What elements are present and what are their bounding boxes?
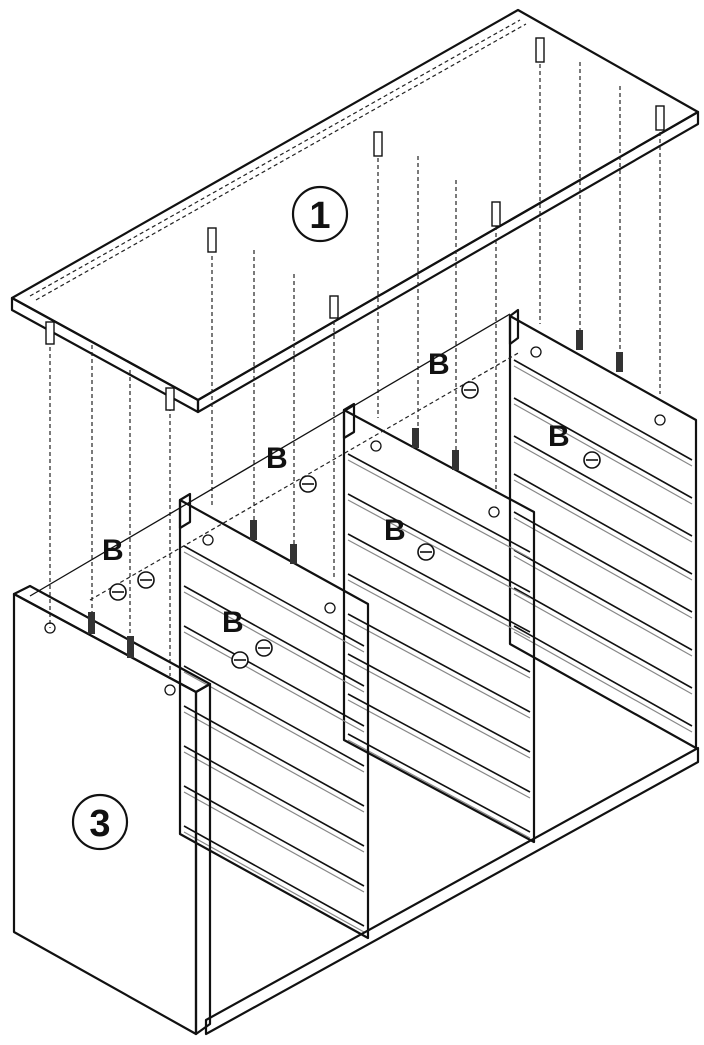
slat-shadow-line — [347, 499, 531, 599]
slat-line — [347, 453, 531, 553]
slat-shadow-line — [513, 441, 693, 543]
slat-line — [513, 625, 693, 727]
cam-locks: B B B B B B — [89, 348, 601, 669]
slat-shadow-line — [183, 631, 365, 733]
cam-lock-label-b: B — [102, 534, 124, 567]
slat-line — [513, 473, 693, 575]
cam-lock-icon — [583, 451, 601, 469]
slat-line — [183, 585, 365, 687]
cam-lock-icon — [137, 571, 155, 589]
slat-line — [513, 587, 693, 689]
slat-line — [183, 545, 365, 647]
slat-shadow-line — [347, 459, 531, 559]
dowel-icon — [655, 105, 665, 131]
cam-lock-icon — [231, 651, 249, 669]
dowel-icon — [491, 201, 501, 227]
cam-lock-icon — [109, 583, 127, 601]
slat-shadow-line — [513, 479, 693, 581]
top-panel-callout: 1 — [291, 185, 349, 243]
divider-panel-1 — [178, 492, 370, 940]
slat-shadow-line — [183, 831, 365, 933]
slat-shadow-line — [347, 619, 531, 719]
slat-line — [347, 653, 531, 753]
slat-shadow-line — [347, 539, 531, 639]
slat-line — [513, 435, 693, 537]
top-panel-callout-number: 1 — [309, 195, 330, 237]
slat-shadow-line — [183, 711, 365, 813]
side-panel-callout-number: 3 — [89, 803, 110, 845]
slat-shadow-line — [513, 555, 693, 657]
cam-lock-label-b: B — [222, 606, 244, 639]
slat-shadow-line — [513, 631, 693, 733]
right-panel-slats — [513, 359, 693, 733]
slat-line — [513, 359, 693, 461]
dowel-icon — [207, 227, 217, 253]
slat-shadow-line — [513, 403, 693, 505]
slat-line — [513, 511, 693, 613]
slat-line — [347, 573, 531, 673]
floating-dowels — [45, 37, 665, 411]
slat-line — [183, 785, 365, 887]
slat-shadow-line — [513, 517, 693, 619]
slat-shadow-line — [183, 751, 365, 853]
cam-lock-icon — [417, 543, 435, 561]
slat-line — [183, 745, 365, 847]
cam-lock-label-b: B — [266, 442, 288, 475]
cam-lock-icon — [299, 475, 317, 493]
slat-line — [183, 665, 365, 767]
slat-shadow-line — [347, 659, 531, 759]
top-panel: 1 — [10, 8, 700, 414]
slat-shadow-line — [347, 739, 531, 839]
dowel-icon — [165, 387, 175, 411]
divider-2-slats — [347, 453, 531, 839]
dowel-icon — [45, 321, 55, 345]
cam-lock-icon — [461, 381, 479, 399]
slat-line — [347, 493, 531, 593]
slat-shadow-line — [183, 551, 365, 653]
side-panel-callout: 3 — [71, 793, 129, 851]
slat-line — [347, 693, 531, 793]
slat-line — [183, 825, 365, 927]
dowel-icon — [329, 295, 339, 319]
cam-lock-label-b: B — [548, 420, 570, 453]
slat-shadow-line — [183, 591, 365, 693]
left-side-panel: 3 — [12, 584, 212, 1036]
slat-line — [513, 549, 693, 651]
dowel-icon — [535, 37, 545, 63]
slat-shadow-line — [347, 699, 531, 799]
slat-shadow-line — [513, 593, 693, 695]
slat-line — [347, 613, 531, 713]
slat-line — [347, 533, 531, 633]
slat-line — [183, 705, 365, 807]
divider-panel-2 — [342, 402, 536, 844]
cam-lock-label-b: B — [428, 348, 450, 381]
back-edge-line — [29, 313, 511, 597]
cam-lock-label-b: B — [384, 514, 406, 547]
cam-lock-icon — [255, 639, 273, 657]
right-side-panel — [508, 308, 698, 750]
slat-shadow-line — [513, 365, 693, 467]
slat-line — [347, 733, 531, 833]
top-panel-hole-row — [29, 19, 527, 301]
slat-line — [183, 625, 365, 727]
alignment-lines — [49, 62, 661, 676]
dowel-icon — [373, 131, 383, 157]
divider-1-slats — [183, 545, 365, 933]
slat-line — [513, 397, 693, 499]
slat-shadow-line — [183, 671, 365, 773]
slat-shadow-line — [183, 791, 365, 893]
slat-shadow-line — [347, 579, 531, 679]
